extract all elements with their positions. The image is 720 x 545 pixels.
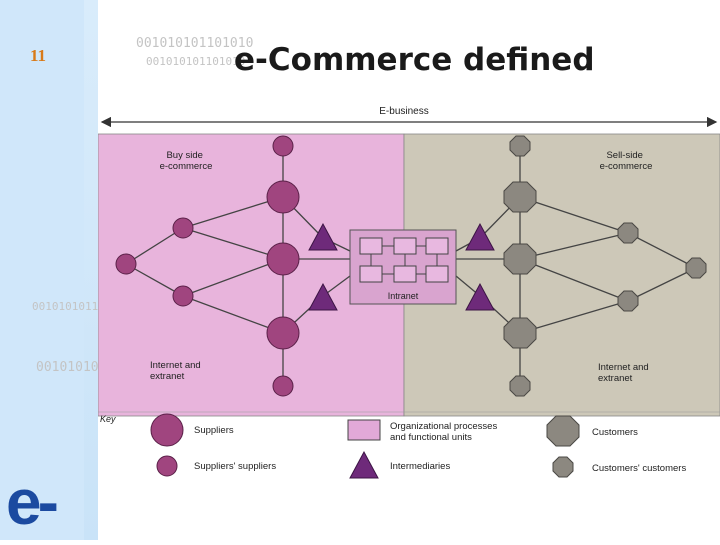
buy-side-label: Buy side e-commerce: [160, 150, 213, 172]
e-logo: e-: [6, 466, 59, 538]
key-intermediary-icon: [349, 450, 379, 479]
customers-customer-node: [617, 222, 639, 244]
suppliers-supplier-node: [115, 253, 137, 275]
intranet-block: Intranet: [349, 229, 457, 305]
intermediary-node: [465, 222, 495, 251]
org-unit: [359, 265, 383, 283]
ecommerce-diagram-svg: E-business: [97, 106, 720, 479]
org-unit: [425, 265, 449, 283]
internet-right-label: Internet and extranet: [598, 362, 651, 384]
customers-customer-node: [509, 375, 531, 397]
key-customers-label: Customers: [592, 427, 638, 438]
suppliers-suppliers-nodes: [115, 135, 294, 397]
background-binary-1: 001010101101010: [136, 36, 254, 51]
key-suppliers-supplier-icon: [156, 455, 178, 477]
key-suppliers-label: Suppliers: [194, 425, 234, 436]
customer-node: [503, 181, 537, 213]
sell-side-label: Sell-side e-commerce: [600, 150, 653, 172]
slide-title: e-Commerce defined: [234, 42, 595, 78]
intermediary-node: [308, 222, 338, 251]
key-suppliers-suppliers-label: Suppliers' suppliers: [194, 461, 276, 472]
key-org-processes-label: Organizational processes and functional …: [390, 421, 500, 443]
suppliers-supplier-node: [272, 375, 294, 397]
intermediary-node: [308, 282, 338, 311]
supplier-node: [266, 242, 300, 276]
org-unit: [359, 237, 383, 255]
key-intermediaries-label: Intermediaries: [390, 461, 450, 472]
org-unit: [425, 237, 449, 255]
customer-node: [503, 317, 537, 349]
org-unit: [393, 265, 417, 283]
internet-left-label: Internet and extranet: [150, 360, 203, 382]
supplier-node: [266, 180, 300, 214]
intranet-label: Intranet: [388, 291, 419, 301]
suppliers-supplier-node: [272, 135, 294, 157]
left-sidebar-panel: [0, 0, 84, 540]
intermediary-nodes: [308, 222, 495, 311]
supplier-nodes: [266, 180, 300, 350]
key-customer-icon: [546, 415, 580, 447]
customers-customer-node: [617, 290, 639, 312]
key-customers-customer-icon: [552, 456, 574, 478]
background-binary-2: 001010101101010: [146, 55, 246, 68]
customer-nodes: [503, 181, 537, 349]
key-supplier-icon: [150, 413, 184, 447]
suppliers-supplier-node: [172, 285, 194, 307]
supplier-node: [266, 316, 300, 350]
key-customers-customers-label: Customers' customers: [592, 463, 686, 474]
customer-node: [503, 243, 537, 275]
customers-customer-node: [509, 135, 531, 157]
key-org-unit-icon: [347, 419, 381, 441]
slide-number: 11: [30, 46, 47, 65]
customers-customers-nodes: [509, 135, 707, 397]
e-business-label: E-business: [379, 106, 428, 117]
suppliers-supplier-node: [172, 217, 194, 239]
org-unit: [393, 237, 417, 255]
ecommerce-diagram: E-business: [97, 96, 720, 540]
key-title: Key: [100, 414, 116, 424]
intermediary-node: [465, 282, 495, 311]
customers-customer-node: [685, 257, 707, 279]
